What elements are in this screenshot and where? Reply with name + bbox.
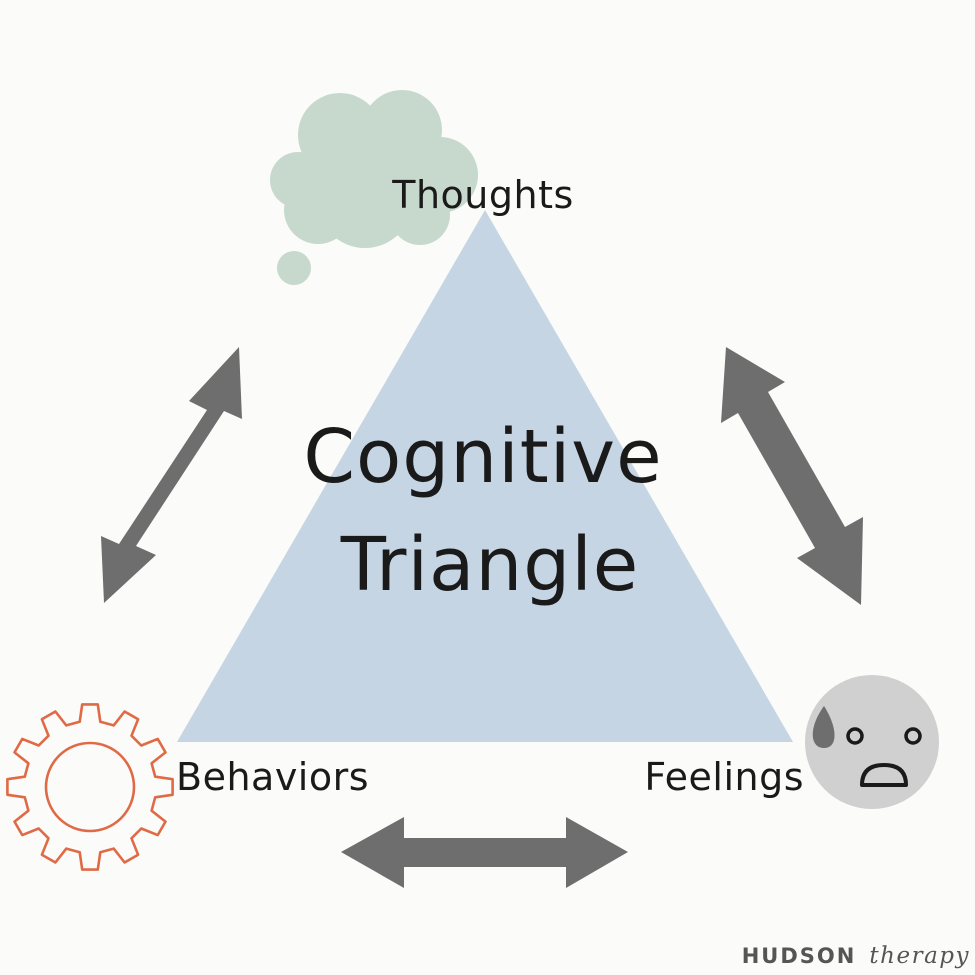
double-arrow-left <box>101 347 242 603</box>
left-eye-icon <box>846 727 864 745</box>
feelings-label: Feelings <box>644 755 804 799</box>
right-eye-icon <box>904 727 922 745</box>
title-line-1: Cognitive <box>303 414 662 500</box>
brand-name-bold: HUDSON <box>742 944 857 968</box>
brand-logo: HUDSON therapy <box>742 943 970 969</box>
title-line-2: Triangle <box>340 522 640 608</box>
teardrop-icon <box>812 706 835 748</box>
frown-mouth-icon <box>860 763 908 787</box>
double-arrow-bottom <box>341 817 628 888</box>
thoughts-label: Thoughts <box>391 173 574 217</box>
gear-icon <box>6 703 174 871</box>
thought-cloud-icon <box>270 90 478 285</box>
triangle-shape <box>177 210 793 742</box>
behaviors-label: Behaviors <box>176 755 369 799</box>
double-arrow-right <box>721 347 863 605</box>
sad-face-icon <box>805 675 939 809</box>
brand-name-light: therapy <box>869 943 970 969</box>
